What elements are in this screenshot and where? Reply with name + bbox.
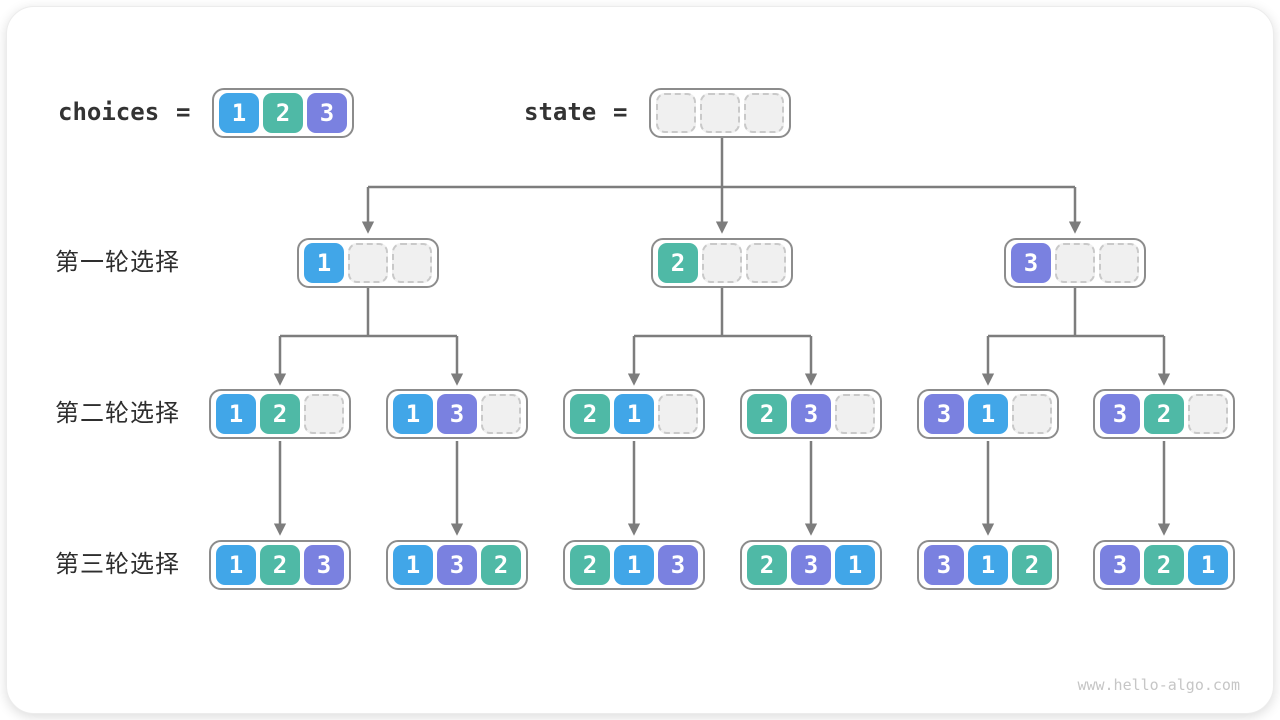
- array-cell: 1: [304, 243, 344, 283]
- empty-cell: [1055, 243, 1095, 283]
- edge-branch: [280, 288, 457, 338]
- array-cell: 1: [614, 545, 654, 585]
- array-cell: 2: [747, 394, 787, 434]
- empty-cell: [658, 394, 698, 434]
- edge-root-trunk: [368, 136, 1075, 189]
- empty-cell: [744, 93, 784, 133]
- array-cell: 2: [570, 545, 610, 585]
- array-cell: 2: [260, 545, 300, 585]
- array-cell: 3: [437, 545, 477, 585]
- array-cell: 2: [260, 394, 300, 434]
- empty-cell: [702, 243, 742, 283]
- array-cell: 3: [924, 545, 964, 585]
- round-3-label: 第三轮选择: [55, 551, 180, 578]
- empty-cell: [1099, 243, 1139, 283]
- empty-cell: [746, 243, 786, 283]
- empty-cell: [835, 394, 875, 434]
- array-cell: 1: [393, 545, 433, 585]
- array-cell: 1: [393, 394, 433, 434]
- equals-sign: =: [176, 98, 191, 126]
- choices-label: choices: [58, 98, 160, 126]
- array-cell: 2: [1012, 545, 1052, 585]
- empty-cell: [481, 394, 521, 434]
- empty-cell: [348, 243, 388, 283]
- edge-branch: [634, 288, 811, 338]
- array-cell: 1: [216, 394, 256, 434]
- empty-cell: [1012, 394, 1052, 434]
- array-cell: 3: [791, 394, 831, 434]
- array-cell: 2: [1144, 394, 1184, 434]
- array-cell: 3: [791, 545, 831, 585]
- array-cell: 1: [968, 545, 1008, 585]
- array-cell: 1: [835, 545, 875, 585]
- array-cell: 3: [658, 545, 698, 585]
- state-label: state: [524, 98, 597, 126]
- array-cell: 1: [1188, 545, 1228, 585]
- state-array: [649, 88, 791, 138]
- edge-branch: [988, 288, 1164, 338]
- state-node: 1: [297, 238, 439, 288]
- round-2-label: 第二轮选择: [55, 400, 180, 427]
- equals-sign: =: [613, 98, 628, 126]
- array-cell: 1: [614, 394, 654, 434]
- state-node: 2: [651, 238, 793, 288]
- array-cell: 2: [263, 93, 303, 133]
- array-cell: 2: [481, 545, 521, 585]
- array-cell: 1: [968, 394, 1008, 434]
- array-cell: 3: [924, 394, 964, 434]
- array-cell: 3: [304, 545, 344, 585]
- empty-cell: [1188, 394, 1228, 434]
- array-cell: 2: [658, 243, 698, 283]
- array-cell: 3: [1011, 243, 1051, 283]
- empty-cell: [656, 93, 696, 133]
- empty-cell: [700, 93, 740, 133]
- watermark: www.hello-algo.com: [1077, 676, 1240, 694]
- array-cell: 1: [219, 93, 259, 133]
- state-node: 3: [1004, 238, 1146, 288]
- array-cell: 3: [307, 93, 347, 133]
- array-cell: 1: [216, 545, 256, 585]
- array-cell: 3: [1100, 545, 1140, 585]
- array-cell: 3: [1100, 394, 1140, 434]
- empty-cell: [392, 243, 432, 283]
- array-cell: 3: [437, 394, 477, 434]
- array-cell: 2: [1144, 545, 1184, 585]
- empty-cell: [304, 394, 344, 434]
- round-1-label: 第一轮选择: [55, 249, 180, 276]
- array-cell: 2: [570, 394, 610, 434]
- array-cell: 2: [747, 545, 787, 585]
